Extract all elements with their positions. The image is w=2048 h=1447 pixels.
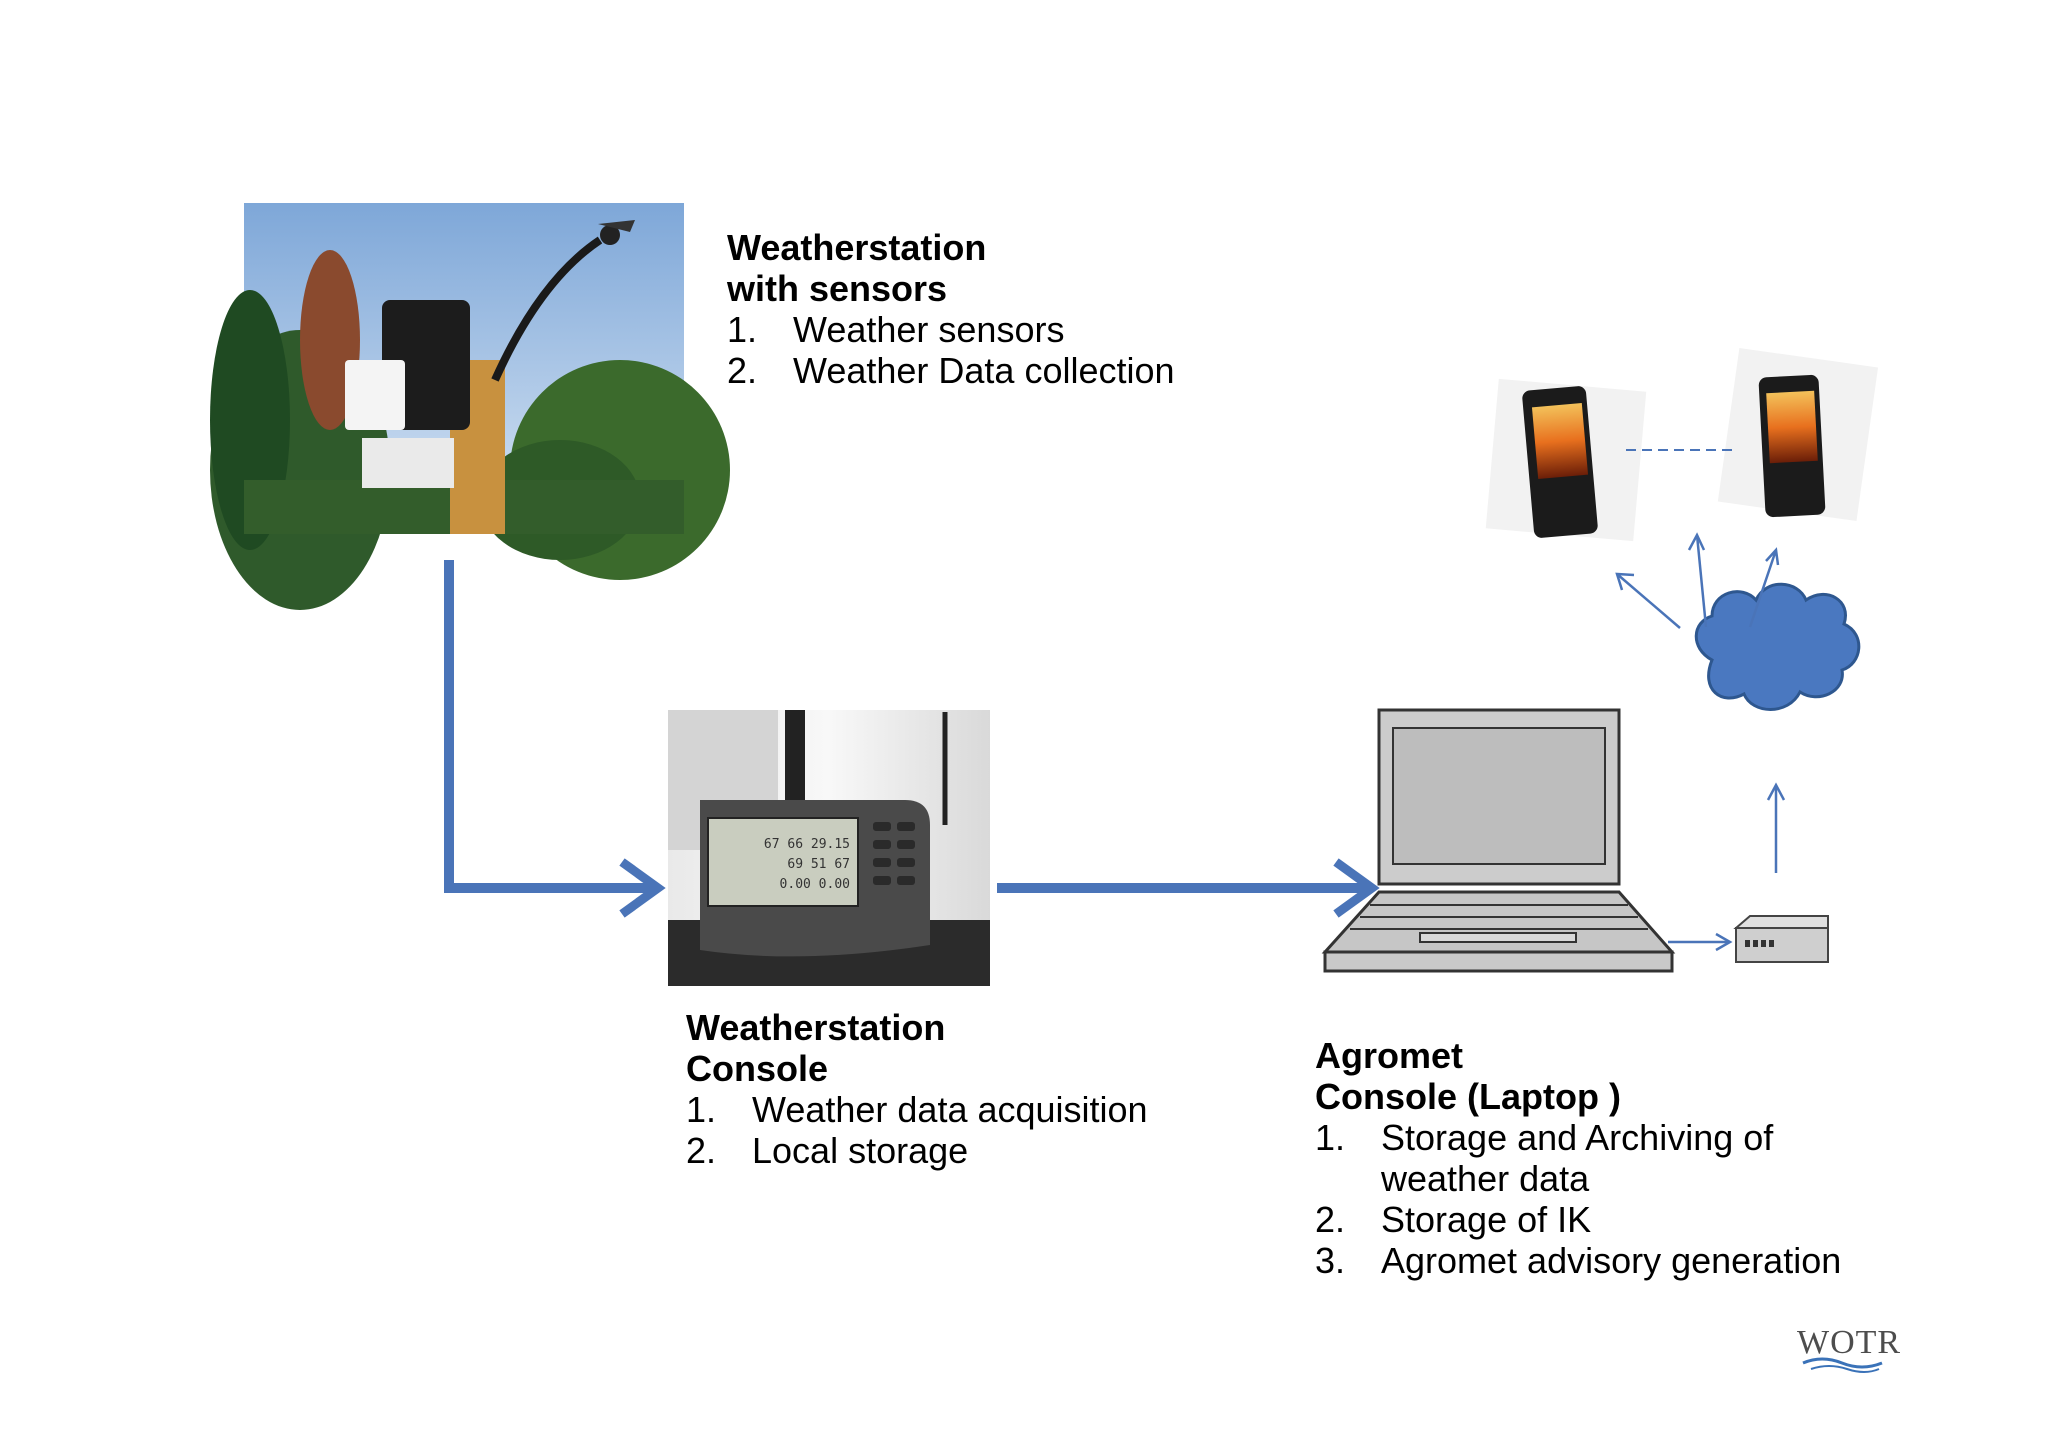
console-list: 1.Weather data acquisition 2.Local stora… <box>686 1089 1206 1171</box>
list-item: 2.Weather Data collection <box>727 350 1175 391</box>
agromet-description: Agromet Console (Laptop ) 1.Storage and … <box>1315 1035 1915 1281</box>
laptop-icon <box>1321 708 1676 973</box>
logo-text: WOTR <box>1797 1324 1902 1361</box>
weatherstation-photo <box>210 203 730 610</box>
main-connectors <box>444 560 1380 918</box>
list-item: 2.Storage of IK <box>1315 1199 1592 1240</box>
agromet-list: 1.Storage and Archiving of weather data … <box>1315 1117 1915 1281</box>
list-item: 1.Storage and Archiving of weather data <box>1315 1117 1774 1199</box>
cloud-arrows <box>1615 532 1786 952</box>
weatherstation-list: 1.Weather sensors 2.Weather Data collect… <box>727 309 1247 391</box>
list-item: 2.Local storage <box>686 1130 969 1171</box>
list-item: 3.Agromet advisory generation <box>1315 1240 1842 1281</box>
logo-wave-icon <box>1802 1357 1883 1373</box>
agromet-title: Agromet Console (Laptop ) <box>1315 1035 1621 1117</box>
phone-left <box>1485 378 1647 542</box>
lcd-row: 67 66 29.15 <box>763 837 850 852</box>
wotr-logo: WOTR <box>1797 1324 1902 1375</box>
list-item: 1.Weather data acquisition <box>686 1089 1148 1130</box>
console-title: Weatherstation Console <box>686 1007 946 1089</box>
lcd-row: 69 51 67 <box>787 857 850 872</box>
cloud-icon <box>1694 582 1861 711</box>
phone-right <box>1717 348 1879 521</box>
list-item: 1.Weather sensors <box>727 309 1065 350</box>
console-lcd: 67 66 29.15 69 51 67 0.00 0.00 <box>722 835 850 895</box>
console-photo <box>668 710 990 986</box>
router-icon <box>1733 915 1829 963</box>
weatherstation-description: Weatherstation with sensors 1.Weather se… <box>727 227 1247 391</box>
weatherstation-title: Weatherstation with sensors <box>727 227 987 309</box>
console-description: Weatherstation Console 1.Weather data ac… <box>686 1007 1206 1171</box>
lcd-row: 0.00 0.00 <box>779 877 850 892</box>
